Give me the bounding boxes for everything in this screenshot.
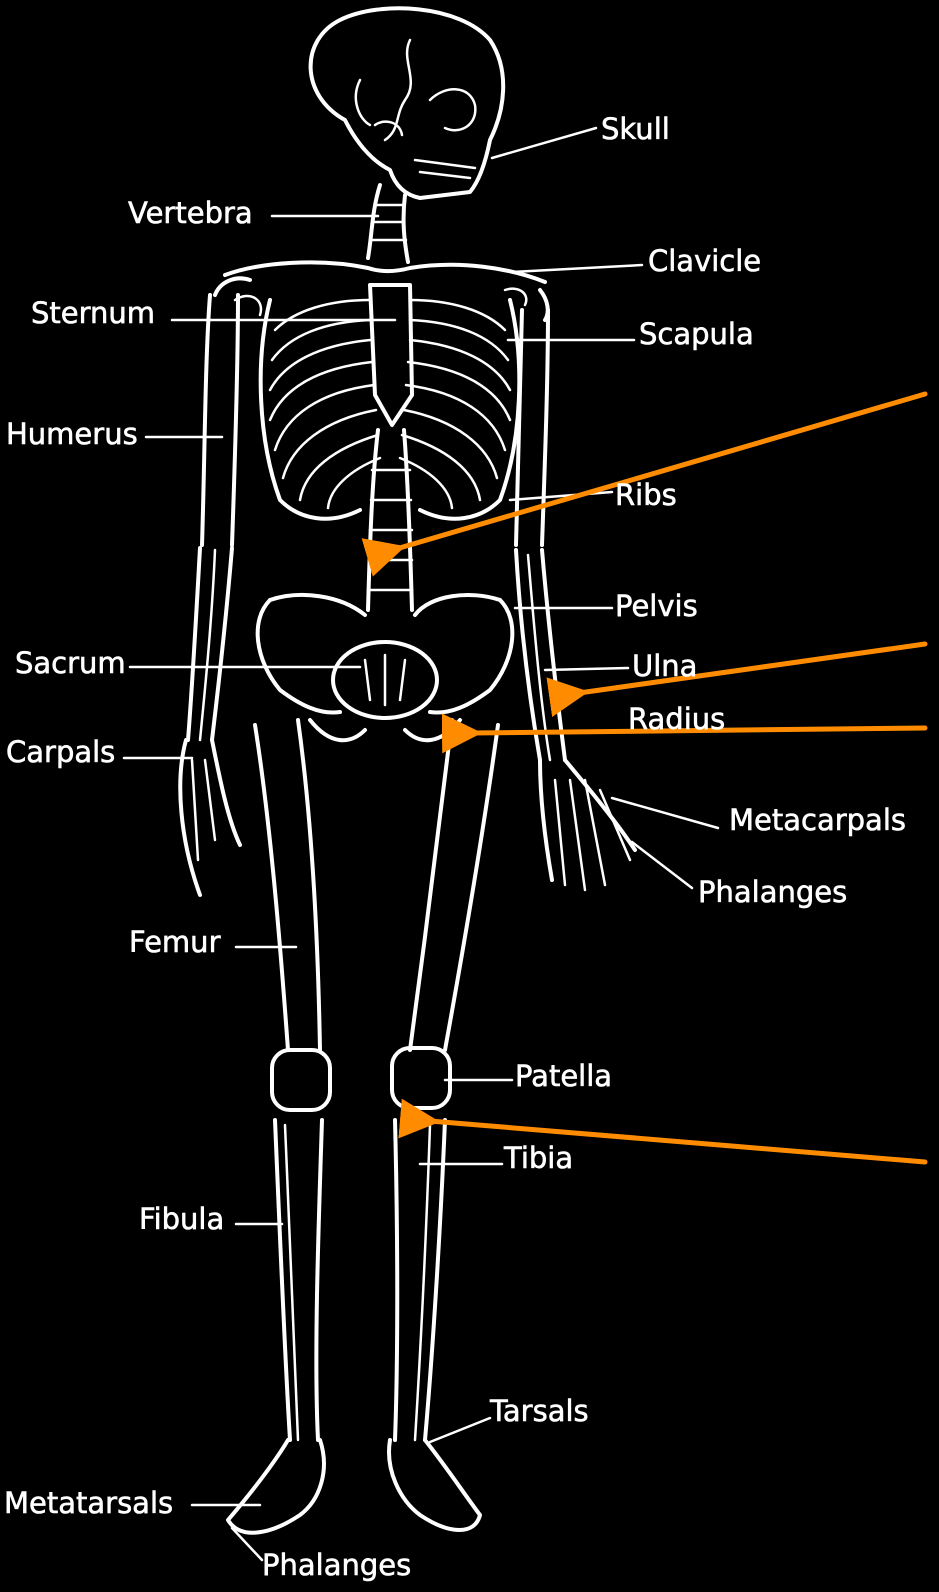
label-sternum: Sternum (31, 296, 155, 330)
lumbar-spine (368, 430, 412, 610)
label-clavicle: Clavicle (648, 244, 761, 278)
skull-bone (311, 8, 504, 198)
label-scapula: Scapula (639, 317, 754, 351)
label-metacarpals: Metacarpals (729, 803, 906, 837)
label-metatarsals: Metatarsals (4, 1486, 173, 1520)
label-sacrum: Sacrum (15, 646, 126, 680)
skeleton-illustration (180, 8, 635, 1532)
label-phalanges-foot: Phalanges (262, 1548, 411, 1582)
left-leg (228, 720, 330, 1533)
label-humerus: Humerus (6, 417, 138, 451)
arrow-lumbar (396, 394, 925, 549)
arrow-ulna (579, 644, 925, 693)
rib-cage (261, 300, 520, 519)
label-ribs: Ribs (615, 478, 677, 512)
sternum-bone (370, 285, 412, 425)
shoulder-girdle (215, 262, 548, 320)
label-carpals: Carpals (6, 735, 115, 769)
label-femur: Femur (129, 925, 221, 959)
label-skull: Skull (601, 112, 670, 146)
label-pelvis: Pelvis (615, 589, 698, 623)
label-radius: Radius (628, 702, 725, 736)
labels: Skull Vertebra Clavicle Sternum Scapula … (4, 112, 906, 1582)
label-patella: Patella (515, 1059, 612, 1093)
label-vertebra: Vertebra (128, 196, 253, 230)
label-ulna: Ulna (632, 649, 697, 683)
label-tarsals: Tarsals (489, 1394, 589, 1428)
label-tibia: Tibia (503, 1141, 573, 1175)
label-fibula: Fibula (139, 1202, 224, 1236)
label-phalanges-hand: Phalanges (698, 875, 847, 909)
left-arm (180, 295, 240, 895)
cervical-spine (368, 185, 408, 262)
